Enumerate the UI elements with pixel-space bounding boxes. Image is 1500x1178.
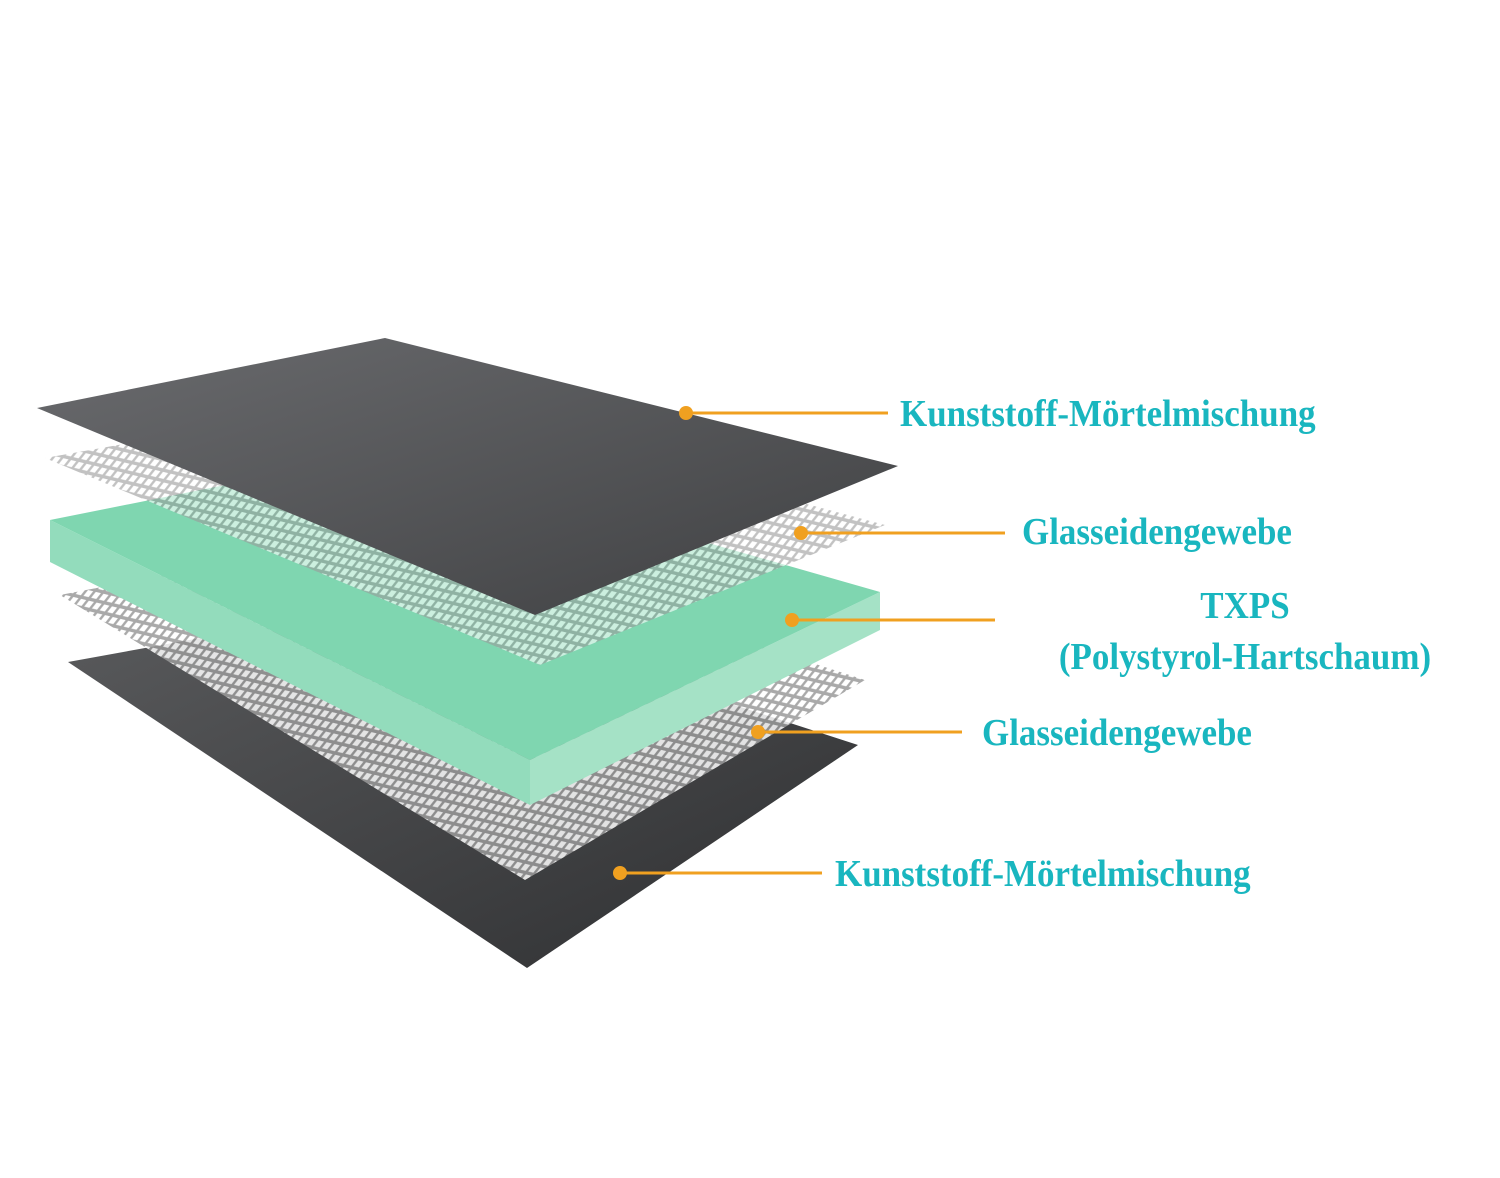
label-top-mortar: Kunststoff-Mörtelmischung [900,393,1316,435]
top-mortar-sheet [37,338,898,615]
marker-dot [785,613,799,627]
marker-dot [613,866,627,880]
marker-dot [794,526,808,540]
marker-dot [679,406,693,420]
leader-lines [613,406,1005,880]
marker-dot [751,725,765,739]
label-core-description: (Polystyrol-Hartschaum) [1058,636,1432,678]
label-core-name: TXPS [1200,585,1290,627]
label-top-mesh: Glasseidengewebe [1022,511,1292,553]
label-bottom-mortar: Kunststoff-Mörtelmischung [835,853,1251,895]
label-bottom-mesh: Glasseidengewebe [982,712,1252,754]
